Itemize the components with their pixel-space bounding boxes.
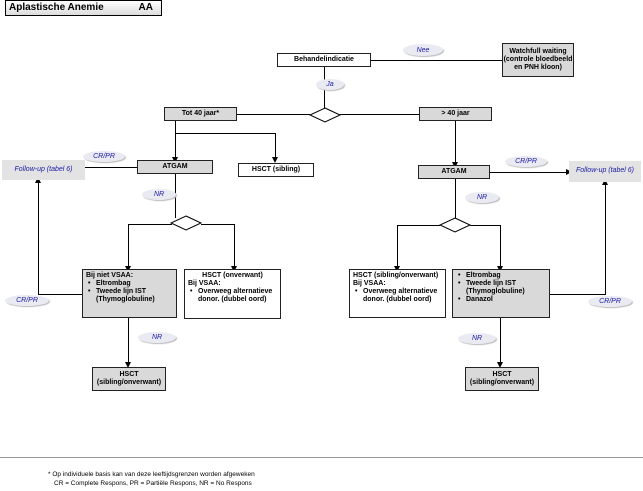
node-follow-up-right: Follow-up (tabel 6): [569, 161, 641, 182]
node-hsct-onverwant: HSCT (onverwant) Bij VSAA: Overweeg alte…: [184, 269, 281, 319]
right-branch-item: Eltrombag: [458, 272, 546, 280]
label-cr-pr-left-bottom: CR/PR: [5, 295, 49, 306]
arrowhead: [35, 177, 41, 183]
label-nr-right: NR: [465, 192, 499, 203]
node-atgam-right: ATGAM: [418, 165, 490, 179]
node-watchfull-waiting: Watchfull waiting (controle bloedbeeld e…: [502, 43, 574, 77]
arrowhead: [602, 179, 608, 185]
left-branch-item: Eltrombag: [88, 280, 173, 288]
hsct-onverwant-subtitle: Bij VSAA:: [188, 280, 221, 288]
page-code: AA: [138, 2, 153, 13]
label-nr-right-bottom: NR: [458, 333, 496, 344]
page-title: Aplastische Anemie: [9, 2, 104, 13]
label-nr-left-bottom: NR: [138, 332, 176, 343]
left-branch-item: Tweede lijn IST (Thymoglobuline): [88, 288, 173, 304]
label-cr-pr-right-top: CR/PR: [505, 156, 547, 167]
node-hsct-sibling: HSCT (sibling): [238, 163, 314, 177]
decision-diamond-left: [169, 215, 203, 231]
node-right-branch: Eltrombag Tweede lijn IST (Thymoglobulin…: [452, 269, 550, 318]
arrowhead: [272, 157, 278, 163]
footer-note-2: CR = Complete Respons, PR = Partiële Res…: [54, 479, 252, 487]
footer-notes: * Op individuele basis kan van deze leef…: [48, 471, 255, 489]
node-hsct-bottom-left: HSCT (sibling/onverwant): [92, 367, 166, 391]
footer-divider: [0, 457, 643, 458]
right-hsct-title: HSCT (sibling/onverwant): [353, 272, 439, 279]
arrowhead: [125, 362, 131, 368]
node-follow-up-left: Follow-up (tabel 6): [2, 160, 85, 180]
label-nee: Nee: [403, 44, 443, 56]
label-cr-pr-left-top: CR/PR: [83, 151, 125, 162]
node-atgam-left: ATGAM: [137, 160, 213, 174]
right-hsct-item: Overweeg alternatieve donor. (dubbel oor…: [355, 288, 442, 304]
hsct-onverwant-title: HSCT (onverwant): [202, 272, 263, 279]
hsct-onverwant-item: Overweeg alternatieve donor. (dubbel oor…: [190, 288, 277, 304]
node-right-hsct: HSCT (sibling/onverwant) Bij VSAA: Overw…: [349, 269, 446, 318]
right-hsct-subtitle: Bij VSAA:: [353, 280, 386, 288]
label-cr-pr-right-bottom: CR/PR: [588, 296, 632, 307]
node-left-branch: Bij niet VSAA: Eltrombag Tweede lijn IST…: [82, 269, 177, 318]
arrowhead: [497, 362, 503, 368]
decision-diamond-age: [308, 107, 342, 123]
right-branch-item: Tweede lijn IST (Thymoglobuline): [458, 280, 546, 296]
footer-note-1: * Op individuele basis kan van deze leef…: [48, 471, 255, 478]
node-hsct-bottom-right: HSCT (sibling/onverwant): [465, 367, 539, 391]
left-branch-title: Bij niet VSAA:: [86, 272, 134, 279]
node-behandelindicatie: Behandelindicatie: [277, 53, 371, 67]
label-ja: Ja: [316, 79, 344, 90]
node-tot-40-jaar: Tot 40 jaar*: [164, 107, 237, 121]
decision-diamond-right: [438, 217, 472, 233]
node-over-40-jaar: > 40 jaar: [419, 107, 492, 121]
right-branch-item: Danazol: [458, 296, 546, 304]
label-nr-left: NR: [142, 189, 176, 200]
document-header: Aplastische Anemie AA: [5, 0, 162, 16]
